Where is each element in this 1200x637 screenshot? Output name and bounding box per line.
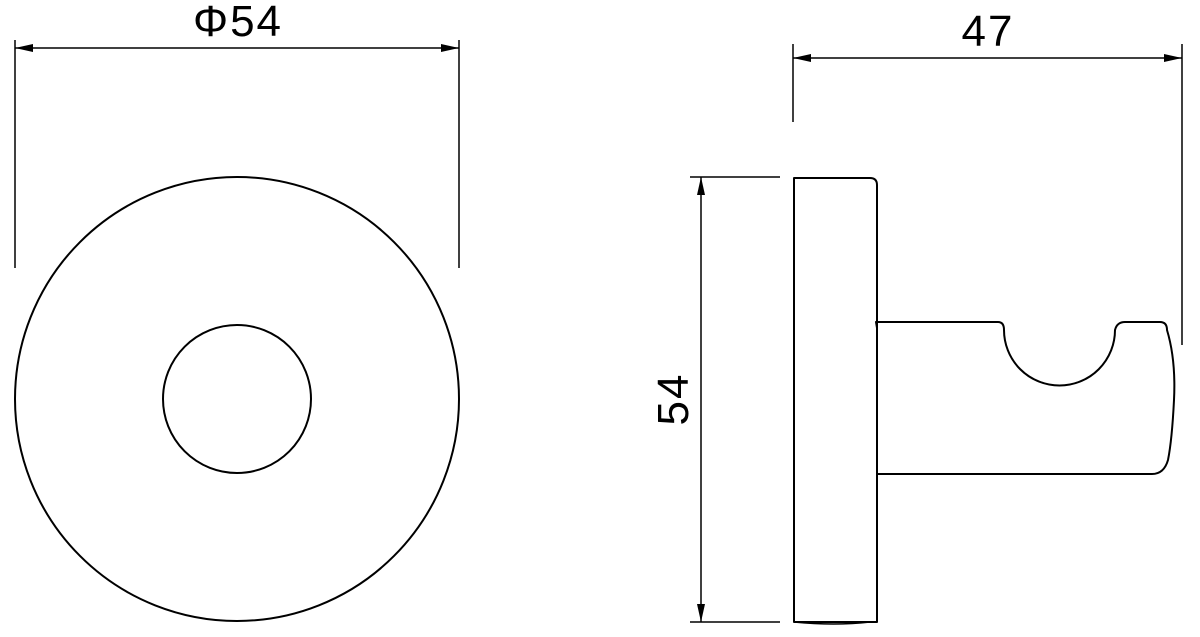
diameter-arrow-left — [15, 44, 33, 52]
depth-arrow-right — [1164, 54, 1182, 62]
side-view: 47 54 — [649, 7, 1183, 625]
height-arrow-bottom — [697, 604, 705, 622]
base-plate-profile — [793, 177, 878, 623]
depth-label: 47 — [962, 7, 1015, 56]
arm-inner-circle — [162, 324, 312, 474]
diameter-arrow-right — [441, 44, 459, 52]
height-label: 54 — [649, 373, 698, 426]
base-plate-bottom-edge — [793, 621, 871, 625]
front-view: Φ54 — [14, 0, 460, 622]
depth-arrow-left — [793, 54, 811, 62]
height-arrow-top — [697, 177, 705, 195]
hook-arm-profile — [875, 321, 1176, 475]
rosette-outer-circle — [14, 176, 460, 622]
diameter-label: Φ54 — [193, 0, 283, 46]
